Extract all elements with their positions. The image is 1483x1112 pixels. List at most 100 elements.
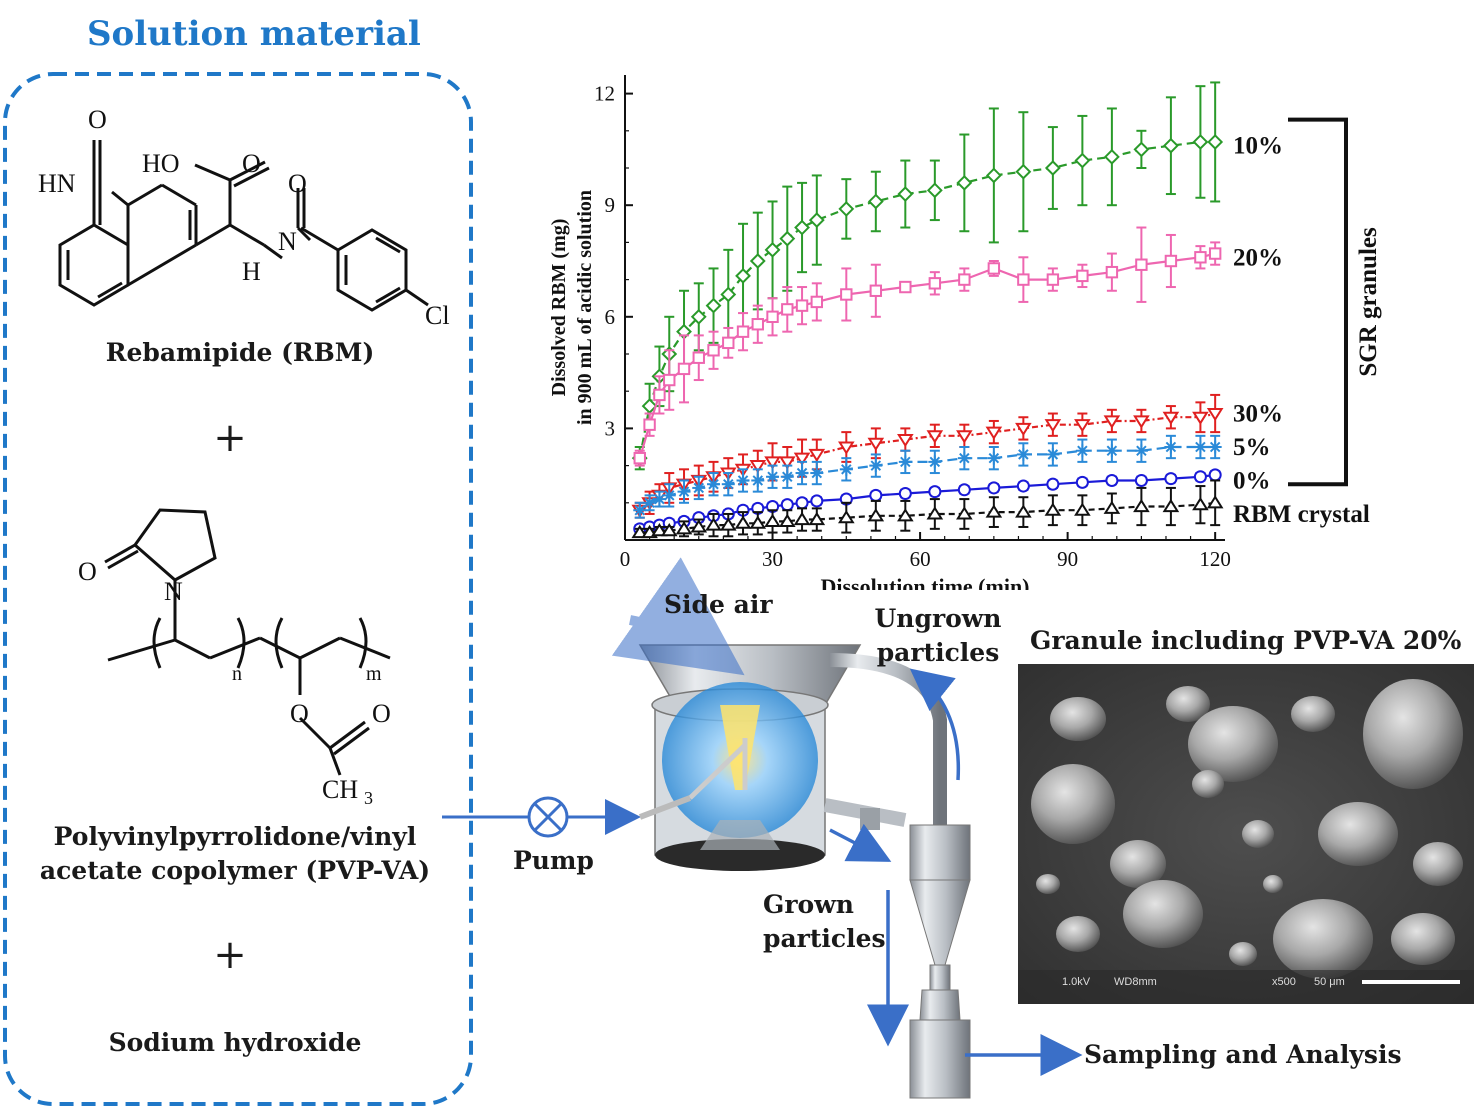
data-point	[956, 430, 973, 444]
star-marker-stroke	[811, 467, 823, 479]
data-point	[751, 318, 764, 331]
data-point	[652, 492, 666, 506]
pvp-subscript-n: n	[232, 663, 242, 685]
data-point	[898, 455, 912, 469]
grown-label-line1: Grown	[763, 890, 854, 919]
data-point	[1208, 440, 1222, 454]
data-point	[1017, 273, 1030, 286]
data-point	[692, 481, 706, 495]
star-marker-stroke	[1047, 449, 1059, 460]
x-tick-label: 30	[762, 547, 783, 571]
data-point	[869, 284, 883, 297]
rbm-atom-ho: HO	[142, 149, 180, 178]
data-point	[1044, 419, 1062, 433]
data-point	[764, 456, 781, 470]
data-point	[1134, 444, 1148, 458]
data-point	[751, 473, 765, 487]
data-point	[808, 212, 825, 228]
y-axis-label-line1: Dissolved RBM (mg)	[548, 219, 570, 397]
star-marker-stroke	[767, 471, 778, 483]
data-point	[794, 219, 810, 236]
sem-granules-image	[1018, 664, 1474, 1004]
sem-title: Granule including PVP-VA 20%	[1030, 626, 1462, 655]
data-point	[764, 241, 781, 258]
data-point	[1206, 495, 1224, 509]
data-point	[1164, 472, 1178, 486]
data-point	[1164, 254, 1178, 268]
data-point	[810, 494, 824, 508]
pump-icon	[527, 796, 569, 838]
star-marker-stroke	[900, 456, 911, 468]
series-0	[631, 81, 1224, 471]
data-point	[1074, 419, 1091, 433]
star-marker-stroke	[634, 504, 646, 516]
data-point	[1164, 440, 1178, 454]
data-point	[897, 508, 914, 522]
series-line	[639, 501, 1216, 534]
data-point	[1074, 152, 1091, 169]
data-point	[1046, 447, 1060, 461]
data-point	[1162, 137, 1179, 154]
data-point	[839, 462, 853, 476]
data-point	[838, 201, 855, 217]
rebamipide-structure: O HN HO O O N H Cl	[38, 105, 450, 330]
naoh-label: Sodium hydroxide	[108, 1028, 362, 1057]
ungrown-label-line1: Ungrown	[874, 604, 1002, 633]
data-point	[1192, 134, 1209, 150]
series-3	[633, 434, 1222, 519]
data-point	[734, 515, 752, 529]
data-point	[707, 477, 721, 491]
data-point	[722, 336, 735, 350]
pvp-va-structure: O N n m O O CH 3	[78, 508, 391, 808]
data-point	[867, 508, 885, 522]
data-point	[867, 437, 885, 452]
star-marker-stroke	[796, 467, 808, 479]
data-point	[736, 473, 750, 487]
data-point	[778, 456, 796, 470]
data-point	[956, 506, 973, 520]
data-point	[957, 451, 971, 465]
solution-box	[3, 72, 473, 1106]
data-point	[780, 470, 794, 484]
data-point	[987, 262, 1001, 275]
sgr-bracket	[1288, 117, 1348, 487]
data-point	[633, 503, 647, 517]
star-marker-stroke	[644, 497, 655, 509]
data-point	[719, 517, 737, 531]
rbm-atom-n: N	[278, 227, 297, 256]
data-point	[926, 182, 943, 199]
data-point	[779, 230, 796, 247]
data-point	[1044, 502, 1062, 516]
data-point	[1194, 251, 1207, 264]
data-point	[1074, 502, 1091, 516]
x-tick-label: 120	[1199, 547, 1231, 571]
sem-mag: x500	[1272, 976, 1296, 988]
data-point	[1133, 498, 1150, 513]
data-point	[795, 299, 809, 312]
data-point	[1206, 407, 1224, 422]
data-point	[633, 451, 646, 465]
series-label: RBM crystal	[1233, 501, 1370, 528]
data-point	[707, 344, 720, 357]
series-label: 20%	[1233, 244, 1283, 271]
data-point	[677, 485, 691, 499]
data-point	[1193, 440, 1207, 454]
data-point	[838, 509, 855, 524]
plus-sign-1: +	[213, 415, 247, 461]
data-point	[1015, 163, 1032, 180]
data-point	[838, 441, 855, 455]
data-point	[928, 485, 942, 499]
granulator-vessel-icon	[638, 644, 862, 871]
data-point	[720, 286, 737, 303]
data-point	[1134, 473, 1148, 488]
star-marker-stroke	[737, 475, 749, 486]
data-point	[985, 504, 1003, 518]
x-axis-label: Dissolution time (min)	[821, 574, 1030, 590]
sem-kv: 1.0kV	[1062, 976, 1091, 988]
rbm-atom-hn: HN	[38, 169, 76, 198]
pvp-subscript-3: 3	[364, 788, 373, 808]
pvp-label-line1: Polyvinylpyrrolidone/vinyl	[53, 822, 417, 851]
data-point	[926, 430, 944, 444]
data-point	[897, 434, 914, 448]
